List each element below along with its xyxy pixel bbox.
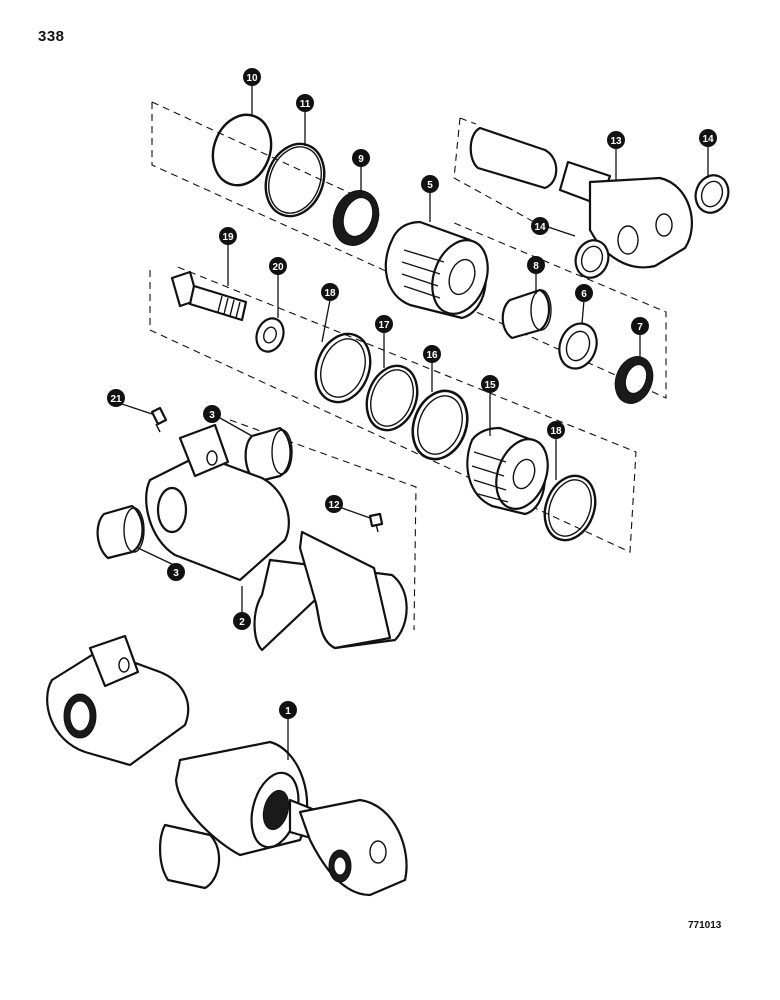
rod-group-dashed-outline — [453, 117, 546, 229]
callout-7: 7 — [631, 317, 649, 335]
wiper-seal-part-9 — [332, 190, 380, 246]
callout-6: 6 — [575, 284, 593, 302]
page-number: 338 — [38, 28, 65, 45]
o-ring-part-10 — [211, 113, 273, 187]
screw-part-12 — [368, 512, 384, 533]
cylinder-head-part-5 — [384, 220, 489, 320]
svg-text:3: 3 — [209, 410, 215, 421]
callout-15: 15 — [481, 375, 499, 393]
cylinder-barrel-part-2 — [145, 423, 408, 652]
svg-text:21: 21 — [110, 394, 122, 405]
washer-part-20 — [255, 317, 285, 353]
bushing-part-3-lower — [96, 504, 145, 560]
callout-18-upper: 18 — [321, 283, 339, 301]
bushing-part-14-upper — [694, 174, 730, 214]
piston-part-15 — [466, 426, 549, 516]
callout-21: 21 — [107, 389, 125, 407]
svg-text:5: 5 — [427, 180, 433, 191]
callout-5: 5 — [421, 175, 439, 193]
bushing-part-14-lower — [574, 239, 610, 279]
seal-ring-part-16 — [411, 389, 469, 461]
svg-text:14: 14 — [534, 222, 546, 233]
svg-text:18: 18 — [324, 288, 336, 299]
callout-11: 11 — [296, 94, 314, 112]
wear-ring-part-18-upper — [314, 332, 372, 404]
callout-3-upper: 3 — [203, 405, 221, 423]
svg-text:15: 15 — [484, 380, 496, 391]
grease-fitting-part-21 — [150, 406, 168, 433]
svg-text:10: 10 — [246, 73, 258, 84]
piston-group-dashed-outline — [149, 265, 637, 553]
leader-lines — [121, 86, 709, 760]
wear-ring-part-18-lower — [543, 474, 597, 542]
bushing-part-3-upper — [244, 426, 293, 484]
upper-group-dashed-outline — [151, 101, 667, 399]
callout-12: 12 — [325, 495, 343, 513]
callout-17: 17 — [375, 315, 393, 333]
svg-text:17: 17 — [378, 320, 390, 331]
piston-rod-part-13 — [469, 126, 693, 269]
callout-3-lower: 3 — [167, 563, 185, 581]
svg-text:8: 8 — [533, 261, 539, 272]
svg-text:12: 12 — [328, 500, 340, 511]
barrel-group-dashed-outline — [229, 419, 417, 631]
callout-20: 20 — [269, 257, 287, 275]
svg-text:11: 11 — [300, 99, 311, 110]
callout-19: 19 — [219, 227, 237, 245]
svg-text:14: 14 — [702, 134, 714, 145]
svg-text:1: 1 — [285, 706, 291, 717]
callout-9: 9 — [352, 149, 370, 167]
callout-10: 10 — [243, 68, 261, 86]
svg-text:6: 6 — [581, 289, 587, 300]
callout-8: 8 — [527, 256, 545, 274]
svg-text:16: 16 — [426, 350, 438, 361]
callout-14-upper: 14 — [699, 129, 717, 147]
svg-text:18: 18 — [550, 426, 562, 437]
callout-13: 13 — [607, 131, 625, 149]
svg-text:9: 9 — [358, 154, 364, 165]
assembled-cylinder-part-1 — [46, 634, 408, 897]
svg-text:2: 2 — [239, 617, 245, 628]
svg-text:3: 3 — [173, 568, 179, 579]
svg-text:7: 7 — [637, 322, 643, 333]
ring-part-6 — [558, 322, 598, 370]
svg-text:13: 13 — [610, 136, 622, 147]
callout-2: 2 — [233, 612, 251, 630]
bolt-part-19 — [170, 270, 248, 322]
svg-text:20: 20 — [272, 262, 284, 273]
ring-part-17 — [365, 364, 419, 432]
callout-18-lower: 18 — [547, 421, 565, 439]
callout-1: 1 — [279, 701, 297, 719]
backup-ring-part-11 — [264, 142, 326, 218]
figure-code: 771013 — [688, 920, 722, 931]
callout-16: 16 — [423, 345, 441, 363]
svg-text:19: 19 — [222, 232, 234, 243]
seal-part-7 — [614, 356, 654, 404]
bushing-part-8 — [501, 288, 552, 340]
callout-14-lower: 14 — [531, 217, 549, 235]
